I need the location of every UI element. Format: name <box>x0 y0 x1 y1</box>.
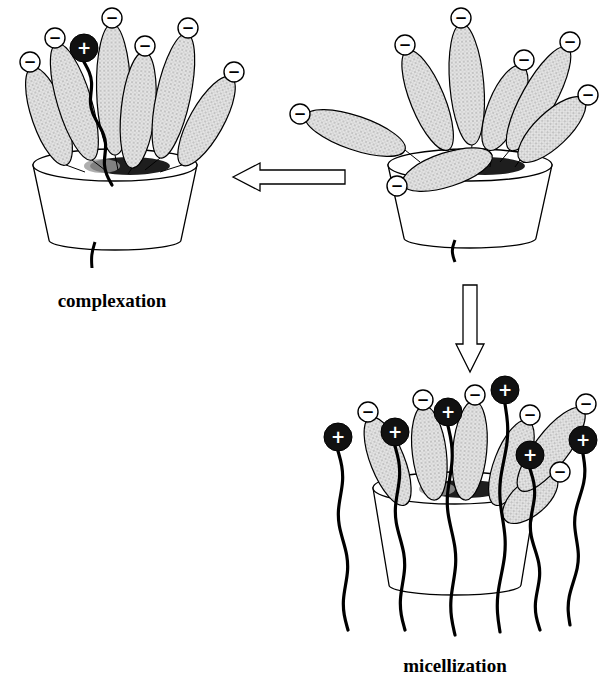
process-label: complexation <box>58 291 167 310</box>
anion-charge: − <box>524 407 537 422</box>
cation-charge: + <box>441 403 455 420</box>
cup-tail <box>92 242 95 268</box>
anion-head <box>20 52 40 72</box>
anion-charge: − <box>391 178 404 193</box>
cation-head <box>381 418 409 446</box>
cation-charge: + <box>331 428 345 445</box>
anion-charge: − <box>139 38 152 53</box>
cation-charge: + <box>523 446 537 463</box>
cyclodextrin-cups <box>33 149 552 595</box>
anion-charge: − <box>362 404 375 419</box>
stalk <box>145 158 160 170</box>
anion-charge: − <box>518 52 531 67</box>
cation-head <box>569 426 597 454</box>
anion-head <box>387 176 407 196</box>
anion-charge: − <box>182 20 195 35</box>
anion-head <box>102 8 122 28</box>
anion-head <box>514 50 534 70</box>
anion-charge: − <box>455 10 468 25</box>
anion-head <box>560 32 580 52</box>
anion-head <box>290 104 310 124</box>
stalk <box>66 165 85 172</box>
cation-head <box>324 423 352 451</box>
stalk <box>160 165 182 172</box>
cation-charge: + <box>498 381 512 398</box>
anion-charge: − <box>49 30 62 45</box>
cation-head <box>434 398 462 426</box>
surfactant-tail <box>338 451 348 630</box>
anion-head <box>224 62 244 82</box>
anionic-substituent <box>167 69 246 173</box>
surfactant-tail <box>497 404 507 632</box>
anion-charge: − <box>399 37 412 52</box>
anion-head <box>576 394 596 414</box>
anionic-substituent <box>354 411 420 511</box>
cup-tail <box>452 240 455 262</box>
stalk <box>115 155 118 170</box>
anion-head <box>135 36 155 56</box>
anionic-substituent <box>397 139 497 200</box>
surfactant-tail <box>395 446 405 630</box>
left-arrow <box>233 163 345 191</box>
down-arrow <box>456 285 484 372</box>
cation-charge: + <box>576 431 590 448</box>
surfactant-tail <box>568 454 585 625</box>
anion-head <box>465 385 485 405</box>
substituents <box>16 23 596 533</box>
anion-charge: − <box>580 396 593 411</box>
anion-charge: − <box>417 392 430 407</box>
stalk <box>515 160 520 167</box>
cation-head <box>516 441 544 469</box>
anion-head <box>520 405 540 425</box>
anionic-substituent <box>300 100 410 166</box>
cation-heads <box>70 34 597 469</box>
cation-charge: + <box>388 423 402 440</box>
anion-charge: − <box>228 64 241 79</box>
surfactant-tail <box>447 426 455 635</box>
anion-heads <box>20 8 598 482</box>
surfactant-tail <box>84 62 112 185</box>
anionic-substituent <box>508 87 595 172</box>
anion-head <box>45 28 65 48</box>
anion-head <box>395 35 415 55</box>
anion-charge: − <box>106 10 119 25</box>
surfactant-tail <box>530 469 540 630</box>
cation-charge: + <box>77 39 91 56</box>
cup-cavity-shade <box>84 159 120 173</box>
stalk <box>405 150 420 162</box>
anion-head <box>178 18 198 38</box>
anion-charge: − <box>582 87 595 102</box>
surfactant-tails <box>84 62 585 635</box>
anion-head <box>451 8 471 28</box>
anion-charge: − <box>24 54 37 69</box>
stalk <box>500 150 510 162</box>
process-label: micellization <box>403 656 506 675</box>
anion-charge: − <box>564 34 577 49</box>
cation-head <box>491 376 519 404</box>
anion-charge: − <box>554 464 567 479</box>
anion-charge: − <box>469 387 482 402</box>
stalk <box>128 168 132 174</box>
anion-head <box>413 390 433 410</box>
anion-charge: − <box>294 106 307 121</box>
cyclodextrin-cup <box>33 149 197 268</box>
anion-head <box>578 85 598 105</box>
anion-head <box>550 462 570 482</box>
anion-head <box>358 402 378 422</box>
cation-head <box>70 34 98 62</box>
